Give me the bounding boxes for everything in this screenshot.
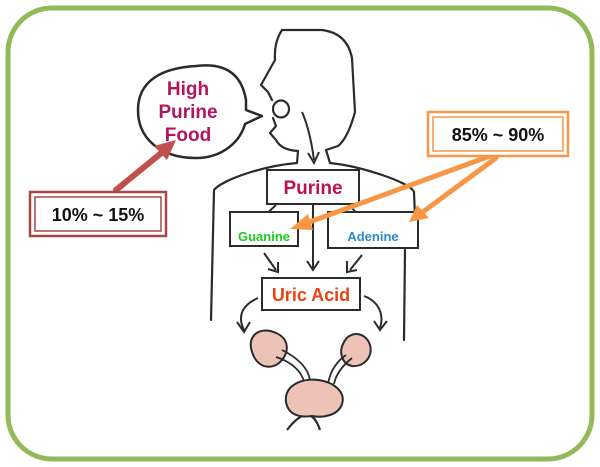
purine-box xyxy=(266,169,360,205)
adenine-to-uric-arrow xyxy=(349,254,363,271)
body-percent-arrow-guanine-shaft xyxy=(301,153,493,227)
uric-to-right-kidney-arrow-head xyxy=(373,320,388,332)
human-outline xyxy=(209,28,418,342)
adenine-label: Adenine xyxy=(347,229,398,244)
purine-label: Purine xyxy=(283,178,342,199)
food-percent-box-inner xyxy=(34,196,162,232)
adenine-to-uric-arrow-head xyxy=(346,261,358,274)
guanine-to-uric-arrow-head xyxy=(267,262,279,274)
food-label-line3: Food xyxy=(165,125,211,146)
body-percent-arrow-guanine-head xyxy=(290,214,313,230)
body-percent-arrow-adenine-shaft xyxy=(417,155,499,217)
food-percent-arrow-head xyxy=(154,140,176,160)
figure-drawing xyxy=(209,28,418,431)
guanine-to-uric-arrow xyxy=(263,252,277,271)
right-kidney xyxy=(340,333,372,368)
food-label-line2: Purine xyxy=(158,102,217,123)
body-percent-arrow-adenine-head xyxy=(409,205,429,222)
uric-to-left-kidney-arrow xyxy=(240,297,259,331)
left-ureter xyxy=(275,349,311,383)
throat-arrow xyxy=(301,111,315,161)
food-label-line1: High xyxy=(167,79,209,100)
body-percent-box-inner xyxy=(432,116,564,152)
uric-to-right-kidney-arrow xyxy=(363,295,383,329)
uric-acid-label: Uric Acid xyxy=(272,285,350,305)
guanine-box xyxy=(229,211,299,247)
bladder xyxy=(284,378,344,418)
uric-acid-box xyxy=(261,277,361,311)
adenine-box xyxy=(327,211,419,249)
mouth xyxy=(271,99,291,119)
food-bubble xyxy=(136,64,264,160)
left-kidney xyxy=(249,329,288,368)
food-percent-arrow-shaft xyxy=(113,147,168,193)
purine-to-uric-arrow-head xyxy=(306,260,320,272)
guanine-label: Guanine xyxy=(238,229,290,244)
throat-arrow-head xyxy=(307,151,320,166)
right-ureter xyxy=(327,354,353,385)
uric-to-left-kidney-arrow-head xyxy=(236,321,251,334)
food-percent-label: 10% ~ 15% xyxy=(52,205,145,225)
body-percent-label: 85% ~ 90% xyxy=(452,125,545,145)
